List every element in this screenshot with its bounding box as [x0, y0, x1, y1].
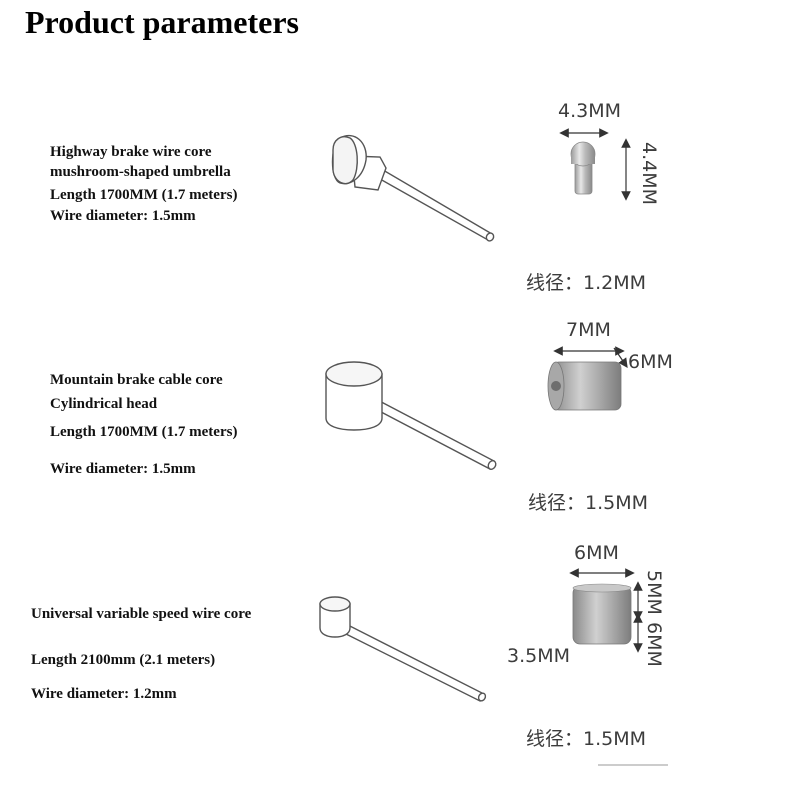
- product-3-side-dimension: 3.5MM: [507, 645, 571, 667]
- small-cylinder-cable-end-drawing: [319, 596, 487, 702]
- product-2-head-width: 7MM: [566, 319, 611, 341]
- product-3-head-height-a: 5MM: [643, 570, 665, 615]
- cylinder-cable-end-drawing: [325, 361, 497, 470]
- dimension-lines-1: [559, 128, 631, 201]
- product-3-length: Length 2100mm (2.1 meters): [31, 652, 216, 668]
- small-cylinder-cable-end-photo: [572, 583, 632, 710]
- product-1-length: Length 1700MM (1.7 meters): [50, 187, 238, 203]
- product-2-length: Length 1700MM (1.7 meters): [50, 424, 238, 440]
- product-3-head-height-b: 6MM: [643, 622, 665, 667]
- product-1-name: Highway brake wire core: [50, 144, 212, 160]
- mushroom-cable-end-drawing: [331, 134, 495, 242]
- product-1-head-height: 4.4MM: [638, 142, 660, 206]
- product-3-wire-diameter: Wire diameter: 1.2mm: [31, 686, 177, 702]
- dimension-lines-2: [553, 346, 628, 368]
- product-1-head-type: mushroom-shaped umbrella: [50, 164, 231, 180]
- product-2-wire-diameter: Wire diameter: 1.5mm: [50, 461, 196, 477]
- product-2-head-height: 6MM: [628, 351, 673, 373]
- product-1-wire-gauge: 线径：1.2MM: [526, 272, 647, 294]
- product-3-wire-gauge: 线径：1.5MM: [526, 728, 647, 750]
- product-1-wire-diameter: Wire diameter: 1.5mm: [50, 208, 196, 224]
- cylinder-cable-end-photo: [547, 361, 622, 440]
- product-2-head-type: Cylindrical head: [50, 396, 158, 412]
- product-3-name: Universal variable speed wire core: [31, 606, 252, 622]
- product-1-head-width: 4.3MM: [558, 100, 622, 122]
- product-2-name: Mountain brake cable core: [50, 372, 223, 388]
- product-3-head-width: 6MM: [574, 542, 619, 564]
- page-title: Product parameters: [25, 4, 299, 40]
- dimension-lines-3: [569, 568, 668, 766]
- product-2-wire-gauge: 线径：1.5MM: [528, 492, 649, 514]
- mushroom-cable-end-photo: [570, 141, 596, 290]
